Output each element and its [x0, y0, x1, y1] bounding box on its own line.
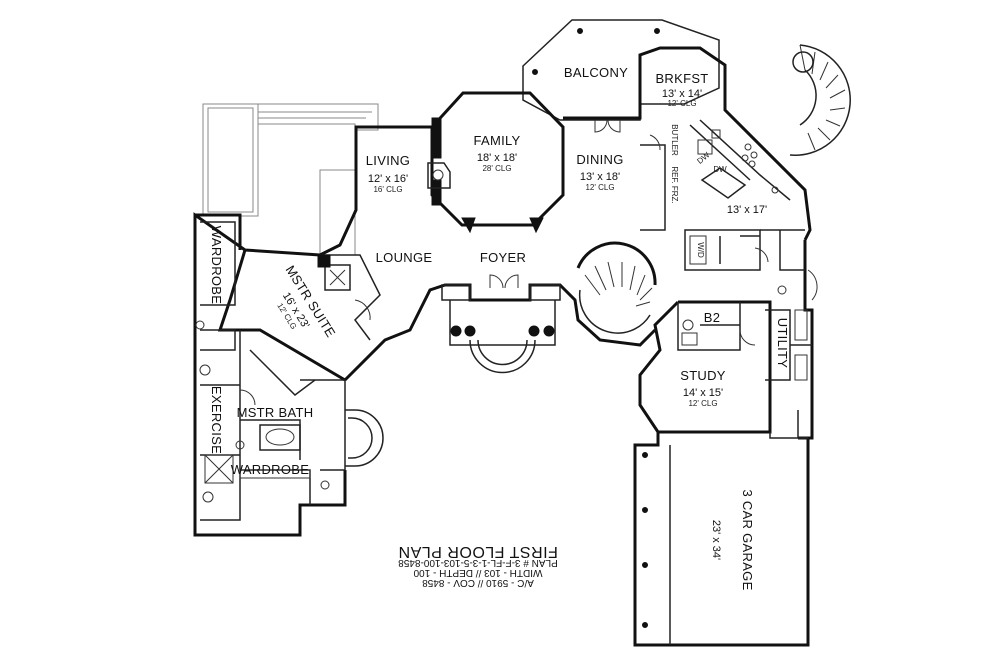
- wd-label: W/D: [696, 242, 705, 258]
- columns: [317, 117, 544, 268]
- brkfst-clg: 12' CLG: [667, 99, 696, 108]
- plan-info: FIRST FLOOR PLAN PLAN # 3-F-FL-1-3-5-103…: [398, 543, 558, 588]
- foyer-spiral-stair: [576, 241, 657, 334]
- plan-info-line-3: A/C - 5910 // COV - 8458: [422, 577, 534, 588]
- study-dim: 14' x 15': [683, 387, 723, 399]
- kitchen-dim: 13' x 17': [727, 204, 767, 216]
- family-dim: 18' x 18': [477, 152, 517, 164]
- living-clg: 16' CLG: [373, 185, 402, 194]
- garage-name: 3 CAR GARAGE: [740, 489, 755, 590]
- front-porch: [441, 284, 561, 374]
- family-clg: 28' CLG: [482, 164, 511, 173]
- b2-name: B2: [704, 310, 721, 325]
- plan-title: FIRST FLOOR PLAN: [398, 543, 558, 560]
- exterior-walls: [193, 46, 814, 537]
- butler-label: BUTLER: [670, 124, 679, 156]
- dining-clg: 12' CLG: [585, 183, 614, 192]
- wardrobe-bottom-name: WARDROBE: [231, 462, 310, 477]
- living-name: LIVING: [366, 153, 410, 168]
- family-name: FAMILY: [473, 133, 520, 148]
- refrigerator-label: REF. FRZ.: [670, 166, 679, 203]
- living-dim: 12' x 16': [368, 173, 408, 185]
- brkfst-dim: 13' x 14': [662, 88, 702, 100]
- interior-walls: [200, 119, 812, 521]
- doors: [239, 119, 818, 406]
- fireplace: [427, 162, 451, 189]
- dw-right-label: DW: [713, 165, 727, 174]
- exercise-name: EXERCISE: [209, 386, 224, 454]
- balcony-name: BALCONY: [564, 65, 628, 80]
- kitchen-fixtures: [689, 129, 808, 381]
- foyer-name: FOYER: [480, 250, 526, 265]
- brkfst-name: BRKFST: [655, 71, 708, 86]
- dining-dim: 13' x 18': [580, 171, 620, 183]
- dining-name: DINING: [576, 152, 623, 167]
- b2-fixtures: [681, 319, 698, 346]
- study-name: STUDY: [680, 368, 726, 383]
- garage-dim: 23' x 34': [710, 520, 722, 560]
- exterior-spiral-stair: [789, 44, 851, 156]
- study-clg: 12' CLG: [688, 399, 717, 408]
- plan-info-line-2: WIDTH - 103 // DEPTH - 100: [413, 567, 542, 578]
- plan-info-line-1: PLAN # 3-F-FL-1-3-5-103-100-8458: [398, 557, 558, 568]
- exterior-terrace: [202, 103, 379, 256]
- wardrobe-left-name: WARDROBE: [209, 226, 224, 305]
- utility-name: UTILITY: [775, 318, 790, 369]
- garage: [633, 410, 810, 647]
- mstr-bath-name: MSTR BATH: [237, 405, 314, 420]
- room-labels: BALCONY BRKFST 13' x 14' 12' CLG FAMILY …: [209, 65, 790, 591]
- master-bath-fixtures: [195, 320, 330, 503]
- lounge-name: LOUNGE: [376, 250, 433, 265]
